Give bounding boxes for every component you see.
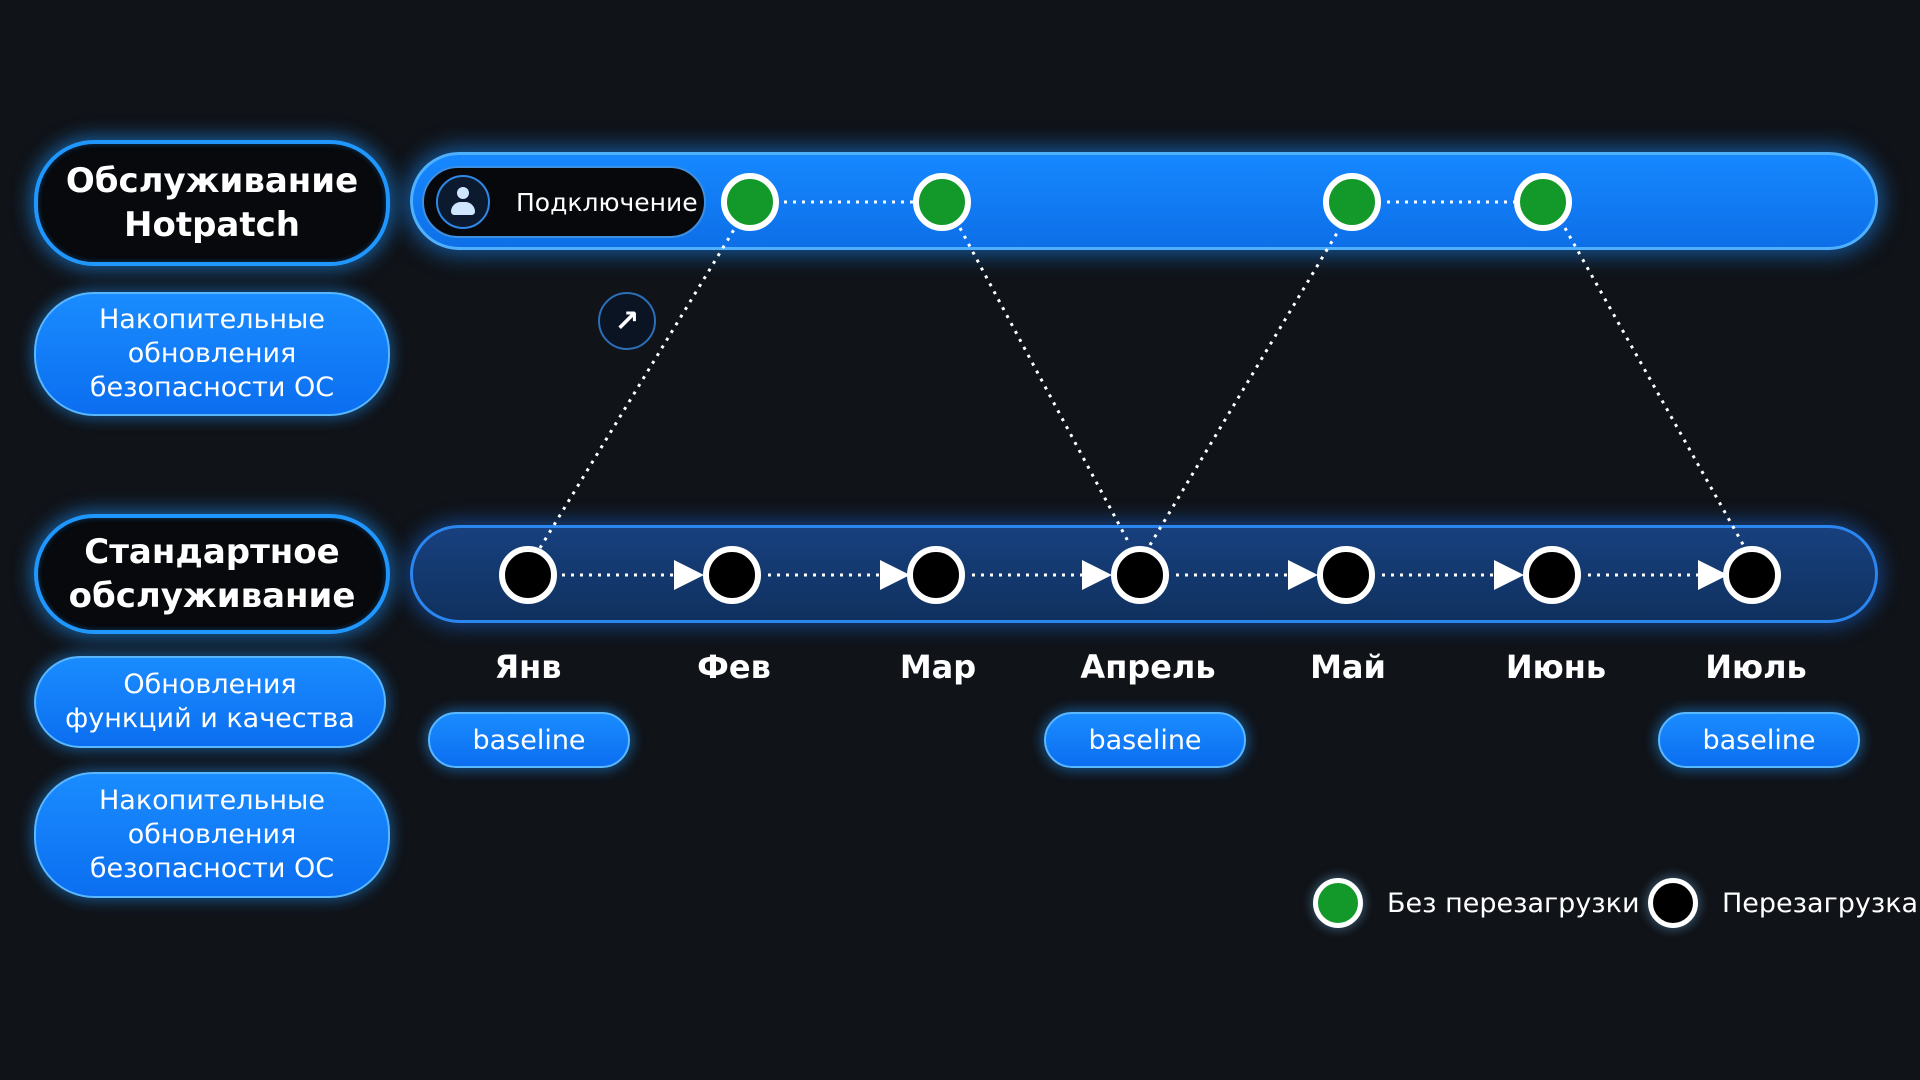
month-label: Май [1310, 648, 1386, 686]
hotpatch-node-jun [1514, 173, 1572, 231]
standard-title: Стандартное обслуживание [34, 514, 390, 634]
month-label: Апрель [1080, 648, 1216, 686]
hotpatch-security-label: Накопительные обновления безопасности ОС [34, 292, 390, 416]
standard-title-text: Стандартное обслуживание [68, 532, 356, 616]
restart-node-jan [499, 546, 557, 604]
connect-label: Подключение [516, 187, 698, 217]
black-dot-icon [1648, 878, 1698, 928]
month-label: Фев [697, 648, 771, 686]
link-mar-apr [958, 227, 1132, 546]
restart-node-may [1317, 546, 1375, 604]
hotpatch-title: Обслуживание Hotpatch [34, 140, 390, 266]
legend-restart: Перезагрузка [1648, 874, 1918, 932]
baseline-badge-jul: baseline [1658, 712, 1860, 768]
restart-node-jul [1723, 546, 1781, 604]
arrow-glyph: ↗ [614, 303, 640, 339]
restart-node-jun [1523, 546, 1581, 604]
hotpatch-title-text: Обслуживание Hotpatch [65, 161, 359, 245]
month-label: Янв [494, 648, 562, 686]
restart-node-feb [703, 546, 761, 604]
hotpatch-node-feb [721, 173, 779, 231]
link-apr-may [1148, 227, 1342, 546]
baseline-badge-apr: baseline [1044, 712, 1246, 768]
hotpatch-node-mar [913, 173, 971, 231]
standard-features-label: Обновления функций и качества [34, 656, 386, 748]
baseline-text: baseline [1088, 724, 1202, 756]
legend-no-restart-label: Без перезагрузки [1387, 887, 1640, 919]
connect-pill: Подключение [422, 166, 706, 238]
restart-node-mar [907, 546, 965, 604]
green-dot-icon [1313, 878, 1363, 928]
link-jun-jul [1563, 227, 1747, 549]
user-icon [436, 175, 490, 229]
baseline-text: baseline [472, 724, 586, 756]
month-label: Июль [1705, 648, 1807, 686]
hotpatch-security-text: Накопительные обновления безопасности ОС [89, 304, 335, 403]
baseline-badge-jan: baseline [428, 712, 630, 768]
standard-security-label: Накопительные обновления безопасности ОС [34, 772, 390, 898]
standard-features-text: Обновления функций и качества [65, 669, 355, 734]
legend-no-restart: Без перезагрузки [1313, 874, 1640, 932]
hotpatch-node-may [1323, 173, 1381, 231]
month-label: Июнь [1505, 648, 1607, 686]
arrow-up-right-icon: ↗ [598, 292, 656, 350]
baseline-text: baseline [1702, 724, 1816, 756]
standard-security-text: Накопительные обновления безопасности ОС [89, 785, 335, 884]
link-jan-feb [538, 227, 737, 549]
restart-node-apr [1111, 546, 1169, 604]
legend-restart-label: Перезагрузка [1722, 887, 1919, 919]
month-label: Мар [899, 648, 977, 686]
